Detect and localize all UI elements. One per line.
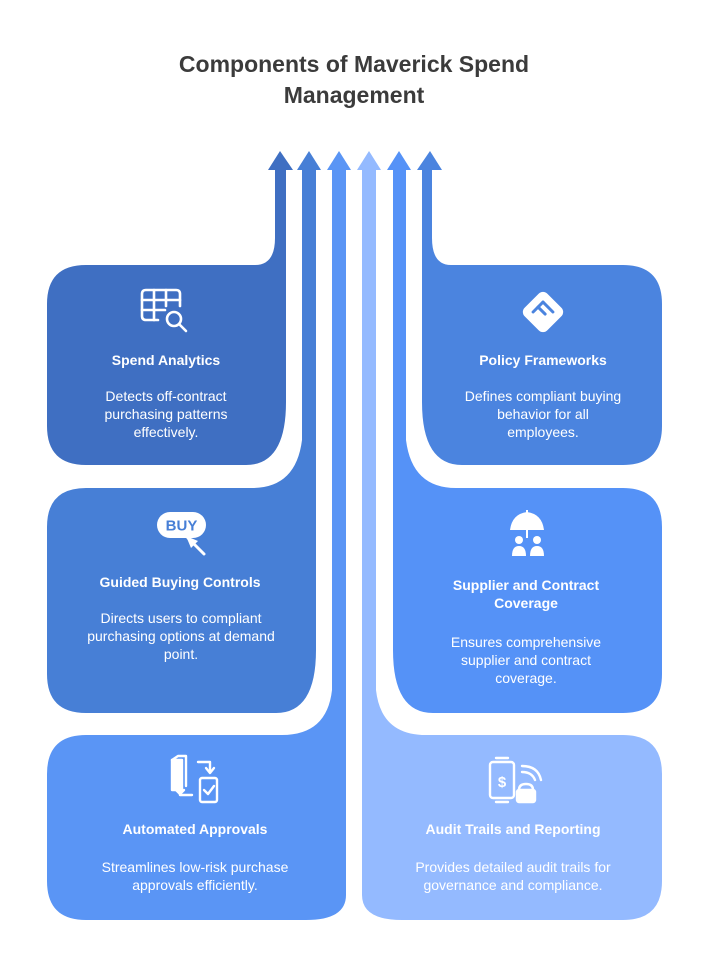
desc-line: Streamlines low-risk purchase bbox=[101, 859, 289, 875]
card-desc-automated-approvals: Streamlines low-risk purchase approvals … bbox=[60, 858, 330, 894]
document-exchange-icon bbox=[170, 754, 219, 804]
title-line: Supplier and Contract bbox=[452, 577, 600, 593]
card-desc-spend-analytics: Detects off-contract purchasing patterns… bbox=[66, 387, 266, 441]
card-title-supplier-contract-coverage: Supplier and Contract Coverage bbox=[416, 576, 636, 612]
arrow-head-3 bbox=[327, 151, 351, 170]
spreadsheet-search-icon bbox=[140, 288, 188, 333]
arrow-head-2 bbox=[297, 151, 321, 170]
desc-line: purchasing options at demand bbox=[87, 628, 275, 644]
card-title-policy-frameworks: Policy Frameworks bbox=[479, 352, 607, 368]
card-automated-approvals bbox=[47, 170, 346, 920]
card-audit-trails-reporting bbox=[362, 170, 662, 920]
page-title: Components of Maverick Spend Management bbox=[0, 49, 708, 111]
title-line-1: Components of Maverick Spend bbox=[178, 51, 530, 77]
svg-text:BUY: BUY bbox=[166, 518, 198, 535]
arrow-head-4 bbox=[357, 151, 381, 170]
card-desc-supplier-contract-coverage: Ensures comprehensive supplier and contr… bbox=[416, 633, 636, 687]
desc-line: Ensures comprehensive bbox=[450, 634, 602, 650]
arrow-head-6 bbox=[417, 151, 442, 170]
card-desc-audit-trails-reporting: Provides detailed audit trails for gover… bbox=[383, 858, 643, 894]
card-title-spend-analytics: Spend Analytics bbox=[111, 352, 221, 368]
card-title-guided-buying-controls: Guided Buying Controls bbox=[99, 574, 261, 590]
desc-line: governance and compliance. bbox=[423, 877, 603, 893]
buy-click-icon: BUY bbox=[157, 512, 206, 556]
payment-audit-icon: $ bbox=[488, 756, 543, 804]
desc-line: Detects off-contract bbox=[105, 388, 227, 404]
svg-text:$: $ bbox=[498, 774, 507, 791]
card-guided-buying-controls bbox=[47, 170, 316, 713]
card-desc-policy-frameworks: Defines compliant buying behavior for al… bbox=[443, 387, 643, 441]
umbrella-people-icon bbox=[510, 510, 544, 556]
title-line: Coverage bbox=[494, 595, 558, 611]
card-title-automated-approvals: Automated Approvals bbox=[122, 821, 268, 837]
card-desc-guided-buying-controls: Directs users to compliant purchasing op… bbox=[56, 609, 306, 663]
desc-line: approvals efficiently. bbox=[132, 877, 258, 893]
desc-line: Defines compliant buying bbox=[464, 388, 622, 404]
desc-line: supplier and contract bbox=[461, 652, 591, 668]
policy-document-icon bbox=[522, 291, 564, 333]
desc-line: employees. bbox=[507, 424, 579, 440]
desc-line: coverage. bbox=[495, 670, 557, 686]
arrow-head-5 bbox=[387, 151, 411, 170]
desc-line: effectively. bbox=[133, 424, 199, 440]
desc-line: purchasing patterns bbox=[104, 406, 228, 422]
card-title-audit-trails-reporting: Audit Trails and Reporting bbox=[425, 821, 601, 837]
desc-line: Provides detailed audit trails for bbox=[415, 859, 611, 875]
desc-line: Directs users to compliant bbox=[100, 610, 262, 626]
desc-line: behavior for all bbox=[497, 406, 589, 422]
title-line-2: Management bbox=[283, 82, 425, 108]
card-supplier-contract-coverage bbox=[393, 170, 662, 713]
desc-line: point. bbox=[163, 646, 199, 662]
arrow-head-1 bbox=[268, 151, 293, 170]
